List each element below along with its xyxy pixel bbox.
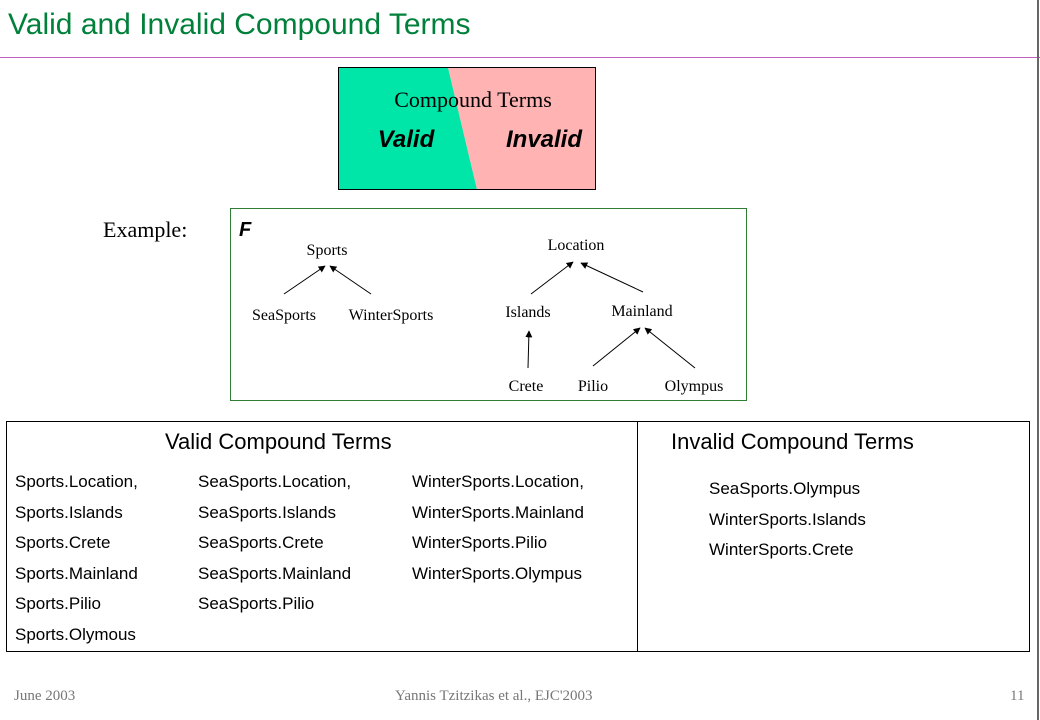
facet-box	[230, 208, 747, 401]
facet-name: F	[239, 219, 252, 241]
invalid-terms-heading: Invalid Compound Terms	[671, 429, 914, 454]
footer-authors: Yannis Tzitzikas et al., EJC'2003	[395, 688, 593, 704]
invalid-region	[448, 67, 596, 190]
valid-terms-column-wintersports: WinterSports.Location, WinterSports.Main…	[412, 467, 584, 589]
valid-term: SeaSports.Mainland	[198, 563, 352, 583]
edge-seasports-sports	[283, 265, 326, 295]
edge-mainland-location	[580, 262, 644, 293]
edge-olympus-mainland	[644, 327, 696, 369]
title-divider	[0, 57, 1040, 58]
valid-term: Sports.Location,	[15, 472, 138, 491]
node-olympus: Olympus	[665, 378, 724, 395]
valid-term: SeaSports.Pilio	[198, 594, 315, 613]
valid-term: SeaSports.Location,	[198, 472, 352, 491]
invalid-term: WinterSports.Crete	[709, 540, 854, 559]
right-edge-line	[1037, 0, 1039, 720]
valid-term: Sports.Islands	[15, 502, 123, 522]
valid-region	[338, 67, 477, 190]
compound-terms-box	[6, 421, 1030, 652]
valid-terms-column-sports: Sports.Location, Sports.Islands Sports.C…	[15, 467, 138, 650]
node-location: Location	[548, 237, 605, 254]
valid-term: Sports.Pilio	[15, 594, 101, 613]
invalid-term: SeaSports.Olympus	[709, 479, 861, 498]
valid-term: Sports.Mainland	[15, 563, 138, 583]
node-mainland: Mainland	[611, 303, 672, 320]
node-crete: Crete	[509, 378, 544, 395]
slide-title: Valid and Invalid Compound Terms	[8, 8, 471, 41]
edge-islands-location	[530, 261, 574, 295]
valid-term: WinterSports.Olympus	[412, 563, 583, 583]
node-seasports: SeaSports	[252, 307, 316, 324]
valid-term: Sports.Olymous	[15, 624, 136, 644]
node-wintersports: WinterSports	[349, 307, 434, 324]
valid-terms-column-seasports: SeaSports.Location, SeaSports.Islands Se…	[198, 467, 351, 620]
node-islands: Islands	[505, 304, 550, 321]
valid-term: WinterSports.Mainland	[412, 502, 584, 522]
edge-pilio-mainland	[592, 327, 641, 367]
edge-wintersports-sports	[329, 265, 372, 295]
venn-heading: Compound Terms	[394, 87, 552, 112]
valid-term: WinterSports.Location,	[412, 472, 584, 491]
footer-date: June 2003	[14, 688, 76, 704]
example-label: Example:	[103, 217, 188, 242]
invalid-label: Invalid	[506, 126, 583, 153]
compound-terms-diagram: Compound Terms Valid Invalid	[338, 67, 596, 190]
valid-term: Sports.Crete	[15, 533, 111, 552]
valid-label: Valid	[378, 126, 436, 153]
terms-divider	[637, 421, 638, 652]
node-sports: Sports	[307, 242, 348, 259]
facet-taxonomy: F Sports SeaSports WinterSports Location…	[239, 219, 724, 395]
node-pilio: Pilio	[578, 378, 608, 395]
footer-page-number: 11	[1010, 688, 1025, 704]
invalid-terms-list: SeaSports.Olympus WinterSports.Islands W…	[709, 474, 866, 566]
valid-term: SeaSports.Islands	[198, 502, 336, 522]
valid-term: WinterSports.Pilio	[412, 533, 548, 552]
invalid-term: WinterSports.Islands	[709, 509, 866, 529]
valid-terms-heading: Valid Compound Terms	[165, 429, 392, 454]
edge-crete-islands	[525, 330, 533, 369]
valid-term: SeaSports.Crete	[198, 533, 324, 552]
